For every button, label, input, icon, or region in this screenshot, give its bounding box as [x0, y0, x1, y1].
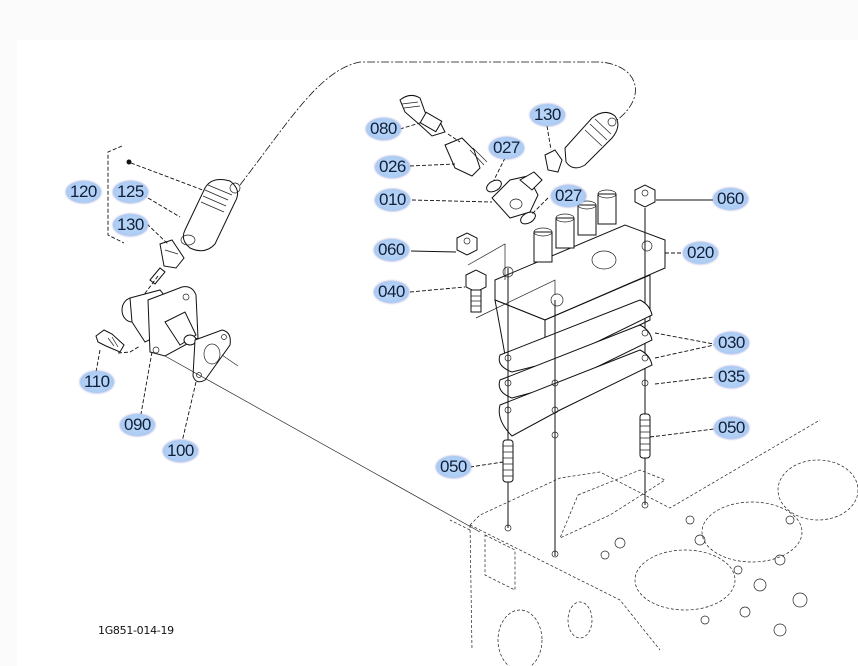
hose-clamp-right [544, 149, 563, 173]
gasket-035 [498, 349, 653, 437]
solenoid-gasket [192, 329, 231, 383]
stop-solenoid [121, 286, 199, 357]
callout-030[interactable]: 030 [714, 332, 749, 354]
nut-060-right [634, 184, 656, 208]
callout-125[interactable]: 125 [113, 181, 148, 203]
hose-fitting-left [180, 179, 241, 252]
callout-020[interactable]: 020 [683, 242, 718, 264]
callout-040[interactable]: 040 [374, 281, 409, 303]
gasket-030-lower [498, 324, 653, 399]
fuel-joint [444, 133, 488, 177]
callout-060-right[interactable]: 060 [713, 188, 748, 210]
callout-050-left[interactable]: 050 [436, 456, 471, 478]
callout-110[interactable]: 110 [80, 371, 114, 393]
callout-130-right[interactable]: 130 [530, 104, 565, 126]
figure-code: 1G851-014-19 [98, 624, 174, 637]
callout-090[interactable]: 090 [120, 414, 155, 436]
hose-clamp-left [159, 239, 185, 269]
group-bracket [107, 145, 125, 244]
bolt-040 [465, 269, 487, 313]
banjo-fitting [491, 171, 543, 219]
banjo-bolt [399, 94, 446, 137]
callout-060-left[interactable]: 060 [374, 239, 409, 261]
callout-010[interactable]: 010 [375, 189, 410, 211]
callout-050-right[interactable]: 050 [714, 417, 749, 439]
o-ring-lower [520, 211, 536, 225]
callout-027-upper[interactable]: 027 [489, 137, 524, 159]
callout-080[interactable]: 080 [366, 118, 401, 140]
callout-120[interactable]: 120 [66, 181, 101, 203]
fuel-hose-route [239, 61, 636, 186]
nut-060-left [456, 232, 478, 256]
callout-035[interactable]: 035 [714, 366, 749, 388]
bolt-110 [95, 329, 125, 353]
gasket-030-upper [498, 299, 653, 373]
group-dot [126, 159, 132, 165]
hose-fitting-right [564, 112, 619, 169]
callout-100[interactable]: 100 [163, 440, 198, 462]
engine-block [449, 419, 858, 666]
stud-050-right [639, 413, 651, 459]
o-ring-upper [486, 179, 502, 193]
stud-050-left [502, 439, 514, 483]
callout-130-left[interactable]: 130 [113, 214, 148, 236]
callout-026[interactable]: 026 [375, 156, 410, 178]
callout-027-lower[interactable]: 027 [551, 185, 586, 207]
